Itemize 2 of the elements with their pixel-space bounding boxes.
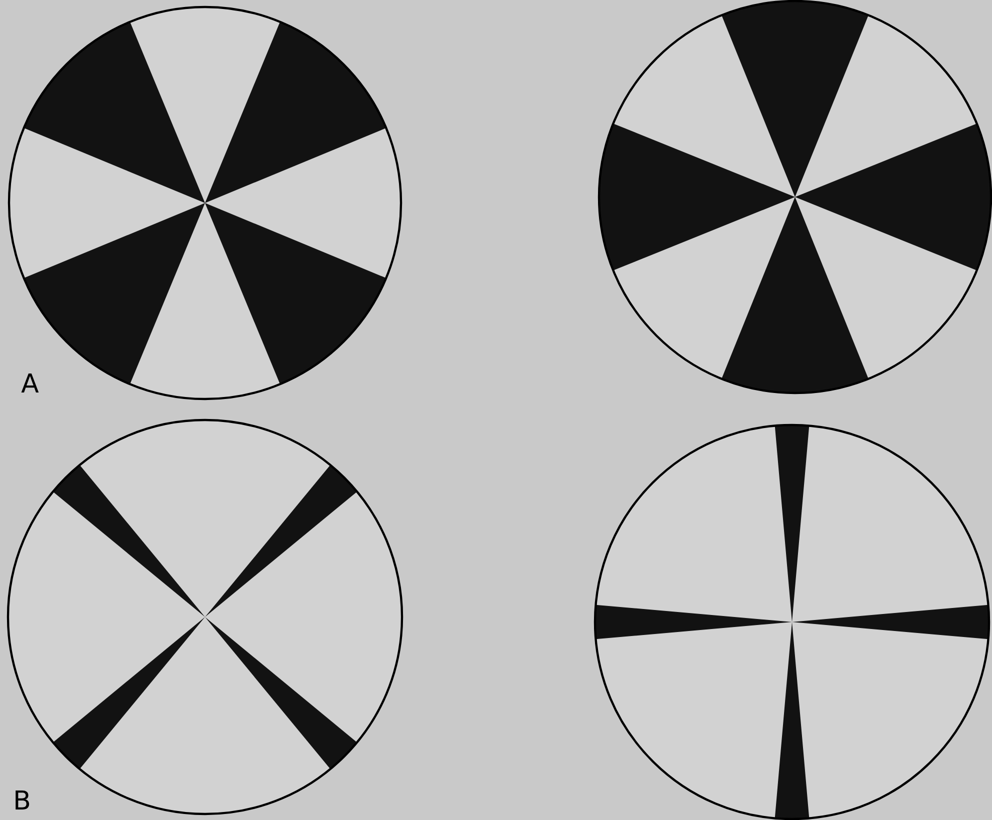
panel-letter: A: [21, 374, 39, 392]
panel-letter: B: [16, 790, 30, 810]
